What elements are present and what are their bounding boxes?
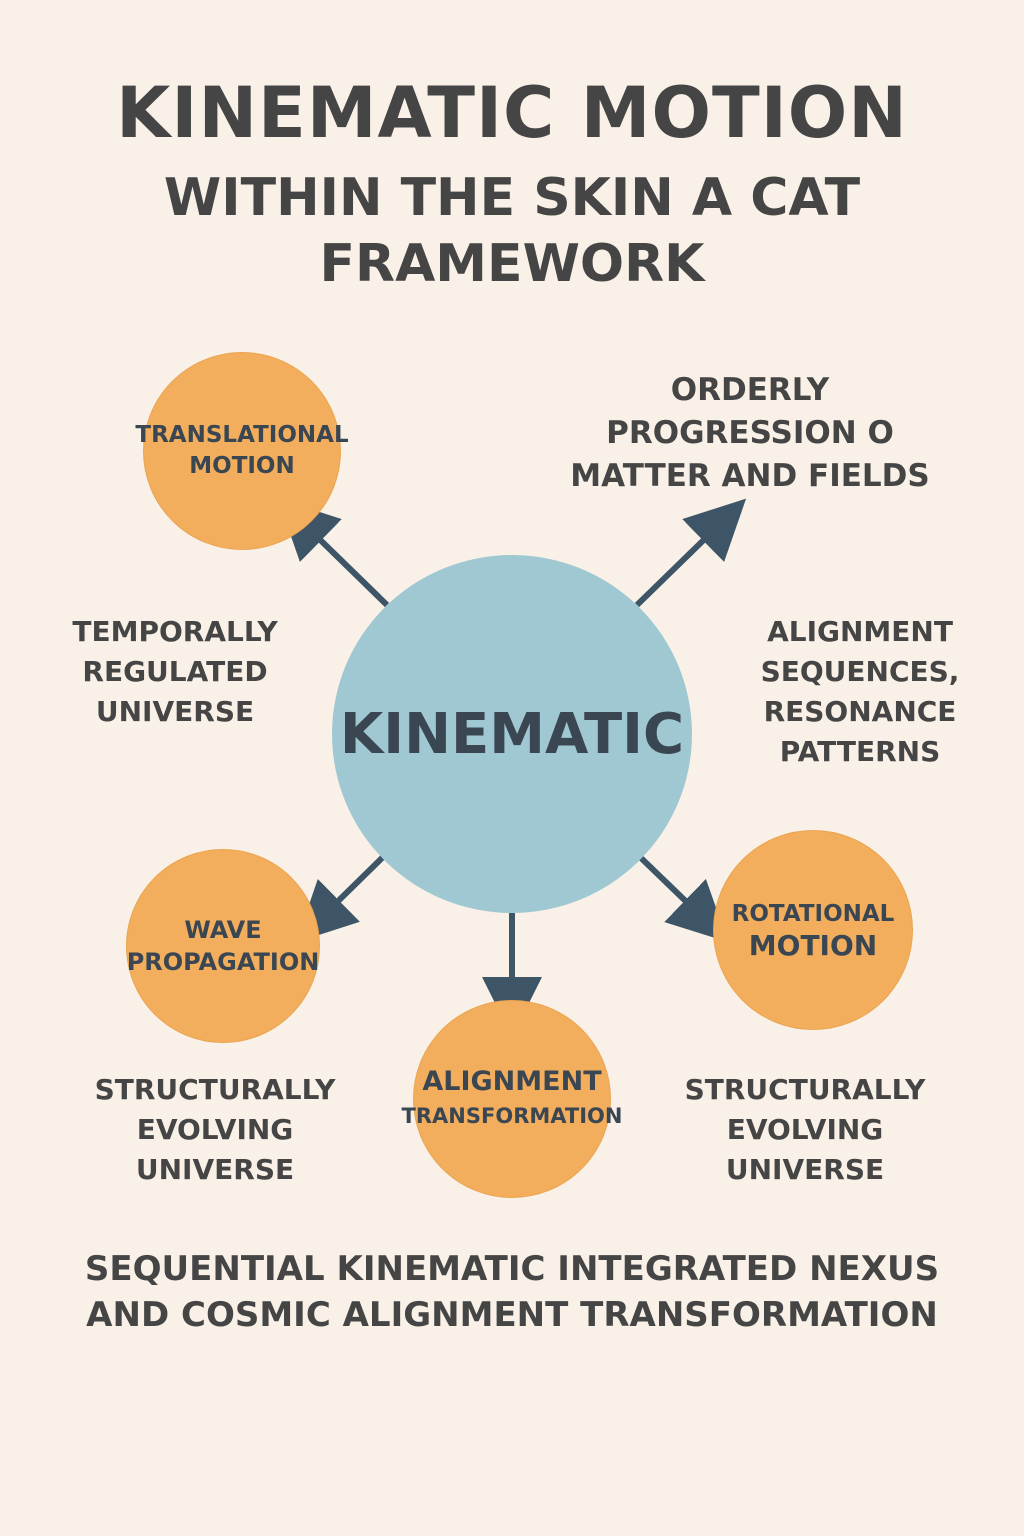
- label-structurally-evolving-left: STRUCTURALLY EVOLVING UNIVERSE: [70, 1070, 360, 1190]
- title-line-3: FRAMEWORK: [319, 234, 705, 294]
- node-label: ALIGNMENT: [422, 1066, 602, 1097]
- label-line: REGULATED: [82, 655, 268, 688]
- label-structurally-evolving-right: STRUCTURALLY EVOLVING UNIVERSE: [660, 1070, 950, 1190]
- label-line: TEMPORALLY: [72, 615, 278, 648]
- arrow-to-wave: [296, 854, 386, 943]
- node-alignment-transformation: ALIGNMENT TRANSFORMATION: [402, 1000, 622, 1198]
- label-line: STRUCTURALLY: [94, 1073, 336, 1106]
- center-node: KINEMATIC: [332, 555, 692, 913]
- node-rotational-motion: ROTATIONAL MOTION: [713, 830, 913, 1030]
- node-wave-propagation: WAVE PROPAGATION: [126, 849, 320, 1043]
- node-translational-motion: TRANSLATIONAL MOTION: [135, 352, 349, 550]
- center-label: KINEMATIC: [339, 701, 685, 767]
- title-line-1: KINEMATIC MOTION: [116, 72, 908, 154]
- node-label: ROTATIONAL: [731, 901, 895, 927]
- label-line: UNIVERSE: [95, 695, 255, 728]
- label-line: SEQUENCES,: [760, 655, 960, 688]
- label-temporally-regulated: TEMPORALLY REGULATED UNIVERSE: [40, 612, 310, 732]
- label-line: UNIVERSE: [725, 1153, 885, 1186]
- label-line: ORDERLY: [670, 372, 830, 408]
- label-alignment-sequences: ALIGNMENT SEQUENCES, RESONANCE PATTERNS: [730, 612, 990, 772]
- arrow-to-translational: [277, 498, 390, 608]
- title-line-2: WITHIN THE SKIN A CAT: [163, 168, 861, 228]
- label-line: MATTER AND FIELDS: [570, 458, 930, 494]
- arrow-to-orderly: [634, 498, 747, 608]
- label-line: PATTERNS: [779, 735, 941, 768]
- footer-line-1: SEQUENTIAL KINEMATIC INTEGRATED NEXUS: [84, 1249, 940, 1289]
- label-line: EVOLVING: [726, 1113, 884, 1146]
- label-line: PROGRESSION O: [606, 415, 894, 451]
- node-label: TRANSLATIONAL: [135, 422, 349, 448]
- node-label: WAVE: [184, 916, 262, 944]
- subtitle: WITHIN THE SKIN A CAT FRAMEWORK: [0, 165, 1024, 297]
- label-line: UNIVERSE: [135, 1153, 295, 1186]
- label-orderly-progression: ORDERLY PROGRESSION O MATTER AND FIELDS: [560, 369, 940, 498]
- node-label: TRANSFORMATION: [401, 1104, 623, 1128]
- label-line: EVOLVING: [136, 1113, 294, 1146]
- label-line: STRUCTURALLY: [684, 1073, 926, 1106]
- arrow-to-rotational: [637, 854, 729, 943]
- node-label: PROPAGATION: [126, 948, 320, 976]
- node-label: MOTION: [748, 929, 878, 962]
- footer-caption: SEQUENTIAL KINEMATIC INTEGRATED NEXUS AN…: [0, 1246, 1024, 1338]
- label-line: RESONANCE: [763, 695, 957, 728]
- label-line: ALIGNMENT: [767, 615, 953, 648]
- footer-line-2: AND COSMIC ALIGNMENT TRANSFORMATION: [86, 1295, 938, 1335]
- node-label: MOTION: [189, 453, 295, 479]
